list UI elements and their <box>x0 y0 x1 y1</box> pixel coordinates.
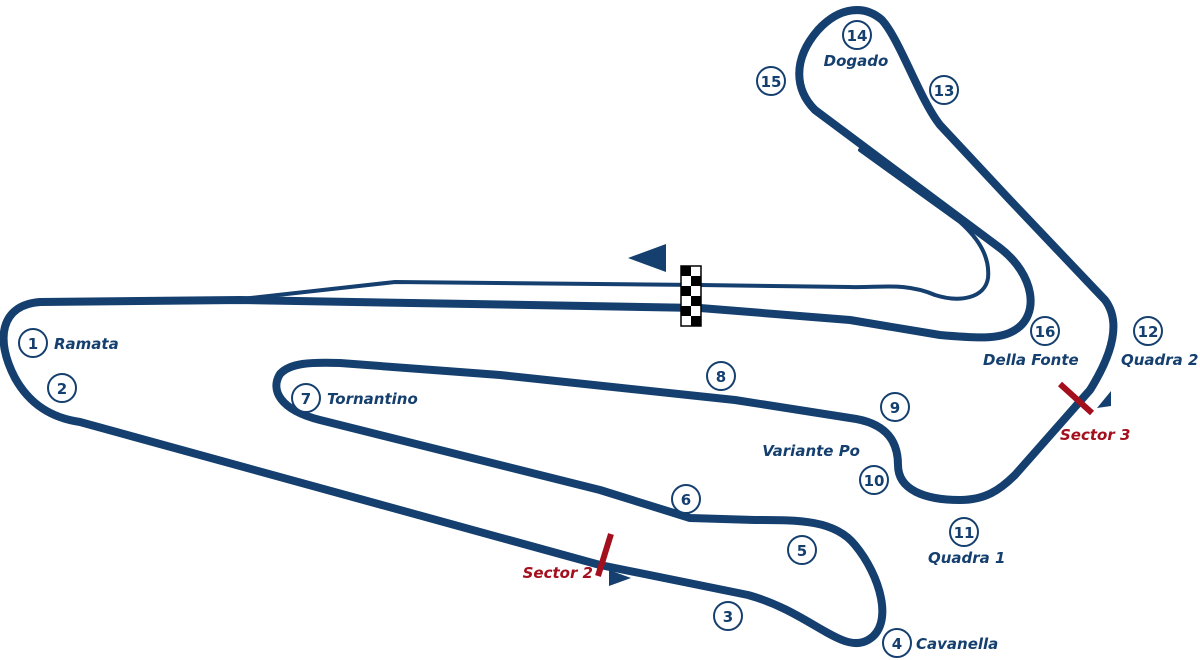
checkered-flag-square <box>681 306 691 316</box>
pit-lane <box>231 148 991 302</box>
corner-3-badge <box>713 601 743 631</box>
corner-6-badge <box>671 484 701 514</box>
corner-4-badge <box>882 628 912 658</box>
corner-3-number: 3 <box>723 608 733 626</box>
checkered-flag-icon <box>680 265 702 327</box>
checkered-flag-square <box>691 296 701 306</box>
corner-1-badge <box>18 328 48 358</box>
corner-9: 9 <box>880 392 910 422</box>
corner-1-name: Ramata <box>54 335 119 353</box>
corner-2-number: 2 <box>57 380 67 398</box>
corner-2: 2 <box>47 373 77 403</box>
corner-8-number: 8 <box>716 368 726 386</box>
corner-13-badge <box>929 75 959 105</box>
corner-15-badge <box>756 66 786 96</box>
direction-arrow-icon <box>609 570 631 586</box>
corner-7-number: 7 <box>301 390 311 408</box>
direction-arrow-icon <box>1097 391 1111 408</box>
corner-14: 14 Dogado <box>824 20 889 70</box>
corner-13: 13 <box>929 75 959 105</box>
corner-4-number: 4 <box>892 635 902 653</box>
corner-13-number: 13 <box>934 82 955 100</box>
checkered-flag-square <box>691 316 701 326</box>
main-track <box>0 6 1118 648</box>
corner-8: 8 <box>706 361 736 391</box>
corner-1: 1 Ramata <box>18 328 119 358</box>
corner-7: 7 Tornantino <box>291 383 418 413</box>
corner-15: 15 <box>756 66 786 96</box>
corner-11-name: Quadra 1 <box>928 549 1005 567</box>
corner-12-number: 12 <box>1138 323 1159 341</box>
corner-1-number: 1 <box>28 335 38 353</box>
sector-3-line <box>1057 381 1095 416</box>
corner-11: 11 Quadra 1 <box>928 517 1005 567</box>
corner-16-number: 16 <box>1035 323 1056 341</box>
corner-6: 6 <box>671 484 701 514</box>
corner-10-name: Variante Po <box>762 442 860 460</box>
corner-7-badge <box>291 383 321 413</box>
corner-12-badge <box>1133 316 1163 346</box>
sector-2-line <box>595 533 614 577</box>
sector-2-marker: Sector 2 <box>523 533 614 582</box>
corner-9-badge <box>880 392 910 422</box>
corner-6-number: 6 <box>681 491 691 509</box>
corner-4: 4 Cavanella <box>882 628 998 658</box>
corner-11-badge <box>949 517 979 547</box>
corner-5-badge <box>787 535 817 565</box>
corner-3: 3 <box>713 601 743 631</box>
corner-5: 5 <box>787 535 817 565</box>
corner-4-name: Cavanella <box>916 635 998 653</box>
sector-3-marker: Sector 3 <box>1057 381 1130 444</box>
corner-14-number: 14 <box>847 27 868 45</box>
checkered-flag-square <box>681 286 691 296</box>
direction-arrow-icon <box>628 244 666 272</box>
corner-9-number: 9 <box>890 399 900 417</box>
corner-5-number: 5 <box>797 542 807 560</box>
corner-10-badge <box>859 465 889 495</box>
corner-16-badge <box>1030 316 1060 346</box>
corner-2-badge <box>47 373 77 403</box>
corner-10: 10 Variante Po <box>762 442 889 495</box>
checkered-flag-square <box>681 266 691 276</box>
corner-7-name: Tornantino <box>327 390 418 408</box>
sector-3-label: Sector 3 <box>1060 426 1130 444</box>
corner-12: 12 Quadra 2 <box>1121 316 1198 369</box>
sector-2-label: Sector 2 <box>523 564 593 582</box>
corner-14-badge <box>842 20 872 50</box>
corner-16: 16 Della Fonte <box>983 316 1079 369</box>
corner-11-number: 11 <box>954 524 975 542</box>
corner-16-name: Della Fonte <box>983 351 1079 369</box>
checkered-flag-square <box>691 276 701 286</box>
corner-10-number: 10 <box>864 472 885 490</box>
corner-15-number: 15 <box>761 73 782 91</box>
corner-14-name: Dogado <box>824 52 889 70</box>
corner-8-badge <box>706 361 736 391</box>
corner-12-name: Quadra 2 <box>1121 351 1198 369</box>
